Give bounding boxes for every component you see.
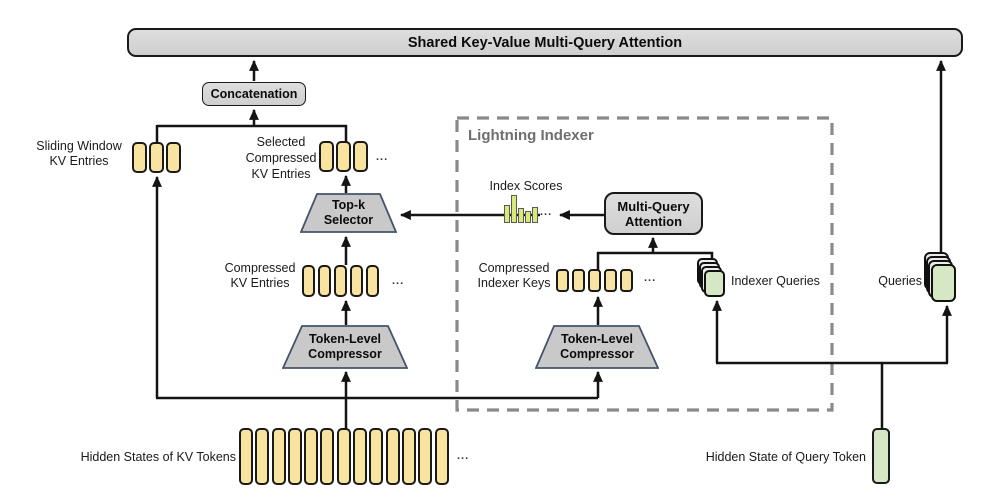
index-scores-ellipsis: ... [540, 206, 553, 218]
kv-token [336, 141, 351, 172]
compressed-indexer-key-tokens [556, 269, 633, 292]
index-score-bar [511, 195, 517, 223]
index-score-bar [532, 207, 538, 223]
kv-token [320, 428, 335, 485]
kv-token [319, 141, 334, 172]
mqa-label-line1: Multi-Query [617, 198, 690, 214]
shared-kv-mqa-label: Shared Key-Value Multi-Query Attention [407, 34, 683, 51]
kv-token [385, 428, 400, 485]
concatenation-label: Concatenation [210, 87, 298, 101]
hidden-kv-tokens-label: Hidden States of KV Tokens [80, 450, 236, 464]
kv-token [132, 142, 147, 173]
kv-token [350, 265, 363, 297]
kv-token [239, 428, 253, 485]
kv-token [401, 428, 416, 485]
kv-token [149, 142, 164, 173]
kv-token [418, 428, 433, 485]
kv-token [369, 428, 384, 485]
tlc-idx-label-line2: Compressor [560, 347, 634, 361]
selected-ellipsis: ... [376, 151, 389, 163]
sliding-window-kv-tokens [132, 142, 181, 173]
index-score-bar [518, 208, 524, 223]
kv-token [556, 269, 569, 292]
queries-label: Queries [878, 274, 922, 288]
index-score-bar [525, 211, 531, 223]
index-scores-bars [504, 195, 544, 223]
kv-token [604, 269, 617, 292]
kv-token [302, 265, 315, 297]
index-score-bar [504, 205, 510, 223]
tlc-left-label-line1: Token-Level [308, 332, 381, 346]
kv-token [572, 269, 585, 292]
kv-token [366, 265, 379, 297]
shared-kv-mqa-bar: Shared Key-Value Multi-Query Attention [127, 28, 963, 57]
topk-label-line1: Top-k [331, 198, 366, 212]
kv-token [166, 142, 181, 173]
kv-token [353, 428, 368, 485]
index-scores-label: Index Scores [489, 179, 563, 193]
hidden-kv-token-row [239, 428, 449, 485]
kv-token [271, 428, 286, 485]
kv-token [620, 269, 633, 292]
token-level-compressor-indexer-shape [535, 325, 659, 369]
kv-token [434, 428, 449, 485]
compressed-indexer-keys-label: Compressed Indexer Keys [477, 261, 551, 290]
queries-stack [924, 252, 960, 304]
selected-compressed-label: Selected Compressed KV Entries [245, 135, 317, 181]
kv-token [336, 428, 351, 485]
kv-token [318, 265, 331, 297]
kv-token [334, 265, 347, 297]
kv-token [588, 269, 601, 292]
compressed-kv-tokens [302, 265, 379, 297]
token-level-compressor-left-shape [282, 325, 408, 369]
hidden-query-token-label: Hidden State of Query Token [705, 450, 866, 464]
lightning-indexer-boundary [455, 116, 834, 412]
mqa-label-line2: Attention [624, 213, 683, 229]
topk-label-line2: Selector [323, 213, 374, 227]
concatenation-box: Concatenation [202, 82, 306, 106]
lightning-indexer-title: Lightning Indexer [468, 127, 594, 144]
kv-token [255, 428, 270, 485]
indexer-keys-ellipsis: ... [644, 272, 657, 284]
indexer-queries-stack [697, 258, 729, 298]
hidden-query-token [872, 428, 890, 484]
kv-token [287, 428, 302, 485]
indexer-queries-label: Indexer Queries [731, 274, 820, 288]
queries-front-token [931, 264, 956, 302]
multi-query-attention-box: Multi-Query Attention [604, 192, 703, 235]
compressed-kv-label: Compressed KV Entries [224, 261, 296, 290]
hidden-kv-ellipsis: ... [457, 450, 470, 462]
kv-token [304, 428, 319, 485]
compressed-kv-ellipsis: ... [392, 275, 405, 287]
selected-compressed-kv-tokens [319, 141, 368, 172]
indexer-queries-front-token [704, 270, 725, 297]
tlc-idx-label-line1: Token-Level [560, 332, 633, 346]
tlc-left-label-line2: Compressor [308, 347, 382, 361]
kv-token [353, 141, 368, 172]
sliding-window-label: Sliding Window KV Entries [36, 139, 122, 168]
top-k-selector-shape [300, 193, 397, 233]
